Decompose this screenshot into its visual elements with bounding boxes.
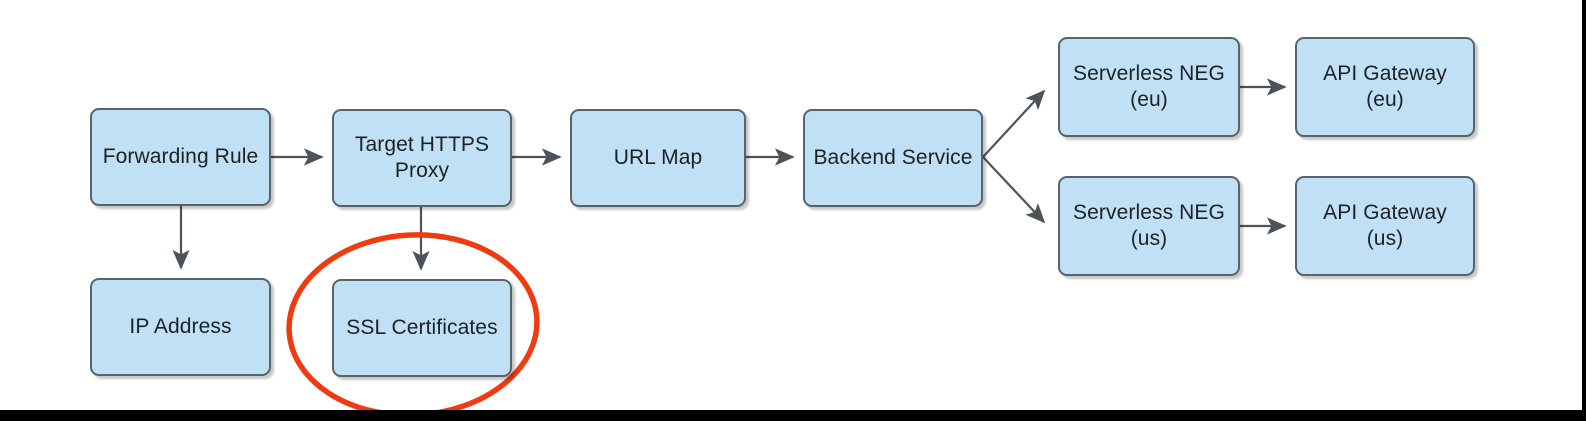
node-ip-address[interactable]: IP Address — [90, 278, 271, 376]
node-api-gateway-eu[interactable]: API Gateway (eu) — [1295, 37, 1475, 137]
node-url-map[interactable]: URL Map — [570, 109, 746, 207]
node-label: Backend Service — [813, 146, 973, 170]
edge-backend-service-to-serverless-neg-us — [982, 156, 1046, 224]
node-serverless-neg-us[interactable]: Serverless NEG (us) — [1058, 176, 1240, 276]
node-label: API Gateway (eu) — [1323, 62, 1447, 111]
page-frame-right-edge — [1582, 0, 1586, 421]
node-label: IP Address — [129, 315, 232, 339]
node-label: SSL Certificates — [346, 316, 498, 340]
node-label: URL Map — [613, 146, 703, 170]
node-label: API Gateway (us) — [1323, 201, 1447, 250]
node-backend-service[interactable]: Backend Service — [803, 109, 983, 207]
node-label: Serverless NEG (us) — [1073, 201, 1225, 250]
node-forwarding-rule[interactable]: Forwarding Rule — [90, 108, 271, 206]
node-api-gateway-us[interactable]: API Gateway (us) — [1295, 176, 1475, 276]
node-ssl-certificates[interactable]: SSL Certificates — [332, 279, 512, 377]
edge-backend-service-to-serverless-neg-eu — [982, 89, 1046, 158]
node-label: Forwarding Rule — [102, 145, 259, 169]
page-frame-bottom-edge — [0, 410, 1586, 421]
node-label: Target HTTPS Proxy — [354, 133, 490, 182]
node-serverless-neg-eu[interactable]: Serverless NEG (eu) — [1058, 37, 1240, 137]
node-label: Serverless NEG (eu) — [1073, 62, 1225, 111]
node-target-https-proxy[interactable]: Target HTTPS Proxy — [332, 109, 512, 207]
